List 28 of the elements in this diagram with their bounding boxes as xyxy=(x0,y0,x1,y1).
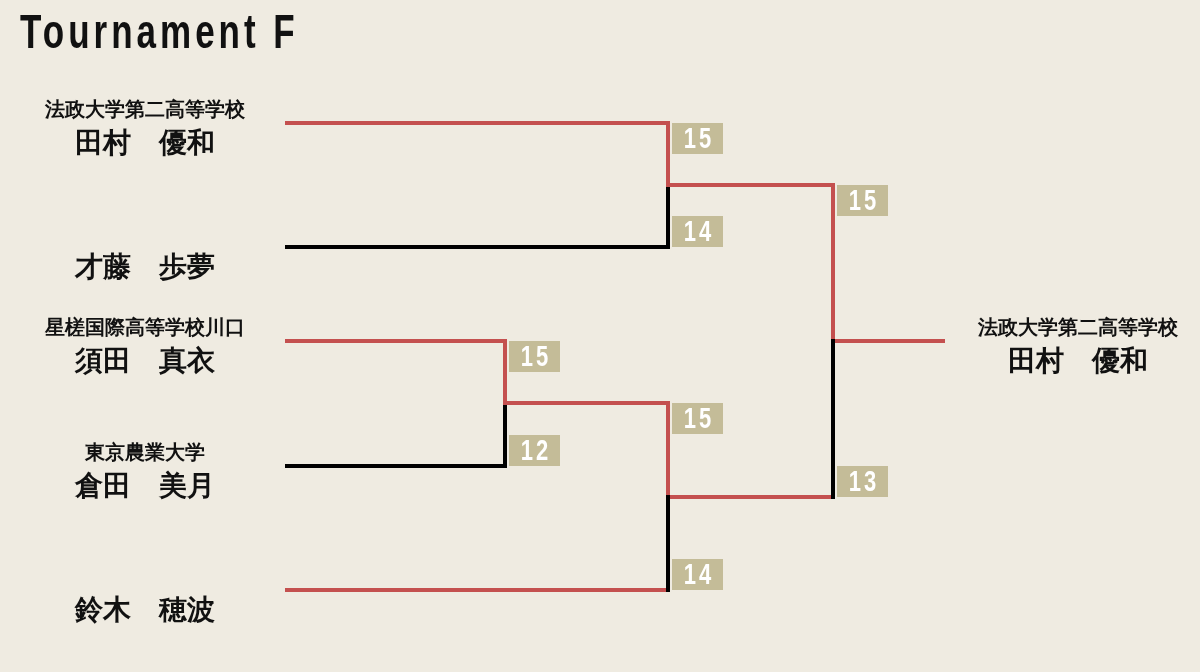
score: 14 xyxy=(683,217,715,246)
score-tag xyxy=(672,559,723,590)
score-tag xyxy=(837,466,888,497)
score-tag xyxy=(509,341,560,372)
score: 14 xyxy=(683,560,715,589)
score: 13 xyxy=(848,467,880,496)
player-name: 鈴木 穂波 xyxy=(75,594,215,626)
score-tag xyxy=(509,435,560,466)
team-name: 法政大学第二高等学校 xyxy=(45,98,245,120)
score-tag xyxy=(837,185,888,216)
player-name: 才藤 歩夢 xyxy=(75,251,215,283)
bracket-line xyxy=(666,495,670,592)
score: 12 xyxy=(520,436,552,465)
score: 15 xyxy=(683,404,715,433)
score-tag xyxy=(672,123,723,154)
score-tag xyxy=(672,216,723,247)
player-name: 田村 優和 xyxy=(1008,345,1148,377)
score: 15 xyxy=(520,342,552,371)
score-tag xyxy=(672,403,723,434)
team-name: 星槎国際高等学校川口 xyxy=(45,316,245,338)
team-name: 東京農業大学 xyxy=(85,441,205,463)
player-name: 倉田 美月 xyxy=(75,470,215,502)
score: 15 xyxy=(848,186,880,215)
title: Tournament F xyxy=(20,5,299,59)
player-name: 須田 真衣 xyxy=(75,345,215,377)
player-name: 田村 優和 xyxy=(75,127,215,159)
team-name: 法政大学第二高等学校 xyxy=(978,316,1178,338)
score: 15 xyxy=(683,124,715,153)
